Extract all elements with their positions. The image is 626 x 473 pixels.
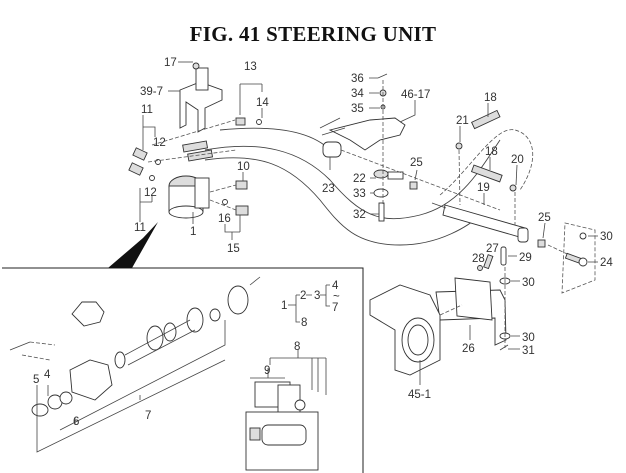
fitting-11a bbox=[132, 147, 148, 161]
figure-title: FIG. 41 STEERING UNIT bbox=[189, 22, 437, 46]
end-plate bbox=[186, 307, 204, 333]
bolt-27 bbox=[483, 254, 494, 270]
cylinder-bracket-assembly bbox=[369, 246, 520, 385]
hose-end-b bbox=[187, 149, 214, 162]
tree-node-8: 8 bbox=[301, 317, 307, 329]
callout-15: 15 bbox=[227, 243, 240, 255]
callout-25-upper: 25 bbox=[410, 157, 423, 169]
fitting-20 bbox=[509, 184, 517, 192]
callout-23: 23 bbox=[322, 183, 335, 195]
callout-5: 5 bbox=[33, 374, 39, 386]
callout-32: 32 bbox=[353, 209, 366, 221]
nut-25-upper bbox=[409, 181, 418, 190]
fitting-10 bbox=[235, 180, 248, 190]
callout-17: 17 bbox=[164, 57, 177, 69]
cylinder-eye bbox=[517, 227, 529, 243]
callout-29: 29 bbox=[519, 252, 532, 264]
callout-30-bottom: 30 bbox=[522, 332, 535, 344]
gerotor bbox=[146, 325, 164, 351]
pin-29 bbox=[500, 246, 507, 266]
seal-5 bbox=[31, 403, 49, 417]
tree-node-4: 4 bbox=[332, 280, 339, 292]
ball-joint-stem bbox=[387, 171, 404, 180]
callout-13: 13 bbox=[244, 61, 257, 73]
callout-22: 22 bbox=[353, 173, 366, 185]
callout-16: 16 bbox=[218, 213, 231, 225]
callout-10: 10 bbox=[237, 161, 250, 173]
callout-25-lower: 25 bbox=[538, 212, 551, 224]
callout-33: 33 bbox=[353, 188, 366, 200]
cylinder-19 bbox=[442, 204, 526, 239]
callout-45-1: 45-1 bbox=[408, 389, 431, 401]
tree-range-tilde: ~ bbox=[333, 291, 340, 303]
callout-21: 21 bbox=[456, 115, 469, 127]
tree-node-2: 2 bbox=[300, 290, 306, 302]
fitting-21 bbox=[455, 142, 463, 150]
tree-node-1: 1 bbox=[281, 300, 287, 312]
tree-node-3: 3 bbox=[314, 290, 320, 302]
callout-12-lower: 12 bbox=[144, 187, 157, 199]
callout-20: 20 bbox=[511, 154, 524, 166]
callout-12-upper: 12 bbox=[153, 137, 166, 149]
callout-26: 26 bbox=[462, 343, 475, 355]
callout-30-mid: 30 bbox=[522, 277, 535, 289]
callout-28: 28 bbox=[472, 253, 485, 265]
pin-32 bbox=[378, 202, 385, 222]
callout-35: 35 bbox=[351, 103, 364, 115]
callout-9: 9 bbox=[264, 365, 270, 377]
nut-25-lower bbox=[537, 239, 546, 248]
hose-18-upper bbox=[471, 109, 501, 130]
inset-pointer-arrow bbox=[108, 222, 158, 268]
knuckle-arm-46-17 bbox=[328, 117, 406, 151]
steering-unit-assembly bbox=[128, 61, 263, 240]
hose-end-a bbox=[182, 140, 209, 153]
callout-31: 31 bbox=[522, 345, 535, 357]
bolt-28 bbox=[477, 265, 483, 271]
callout-18-upper: 18 bbox=[484, 92, 497, 104]
valve-housing bbox=[69, 359, 113, 401]
callout-6: 6 bbox=[73, 416, 79, 428]
fitting-11b bbox=[128, 162, 144, 176]
callout-27: 27 bbox=[486, 243, 499, 255]
bolt-17 bbox=[192, 62, 200, 70]
tree-node-7: 7 bbox=[332, 302, 338, 314]
callout-7: 7 bbox=[145, 410, 151, 422]
ball-joint-22 bbox=[373, 169, 389, 179]
tie-rod-end-23 bbox=[322, 141, 342, 158]
steering-arm-assembly bbox=[319, 73, 501, 222]
port-cover bbox=[71, 301, 105, 327]
callout-46-17: 46-17 bbox=[401, 89, 430, 101]
callout-18-lower: 18 bbox=[485, 146, 498, 158]
hydraulic-hoses bbox=[204, 127, 534, 246]
orbitrol-exploded-parts bbox=[9, 276, 261, 417]
callout-36: 36 bbox=[351, 73, 364, 85]
callout-11-lower: 11 bbox=[134, 222, 146, 234]
callout-34: 34 bbox=[351, 88, 364, 100]
end-cap bbox=[227, 285, 249, 315]
hose-18-lower bbox=[470, 164, 503, 183]
callout-11-upper: 11 bbox=[141, 104, 153, 116]
inset-exploded-view: 5 4 6 7 1 2 3 4 ~ 7 8 8 9 bbox=[2, 222, 364, 473]
callout-24: 24 bbox=[600, 257, 613, 269]
power-cylinder-assembly bbox=[431, 103, 598, 294]
part-hierarchy-tree: 1 2 3 4 ~ 7 8 bbox=[281, 280, 340, 329]
steering-column bbox=[195, 67, 209, 91]
washer-33 bbox=[373, 188, 389, 198]
valve-block-detail: 8 9 bbox=[245, 341, 327, 471]
callout-19: 19 bbox=[477, 182, 490, 194]
callout-1: 1 bbox=[190, 226, 196, 238]
callout-30-top: 30 bbox=[600, 231, 613, 243]
washer-30-top bbox=[579, 232, 587, 240]
callout-8: 8 bbox=[294, 341, 300, 353]
orbitrol-port-block bbox=[194, 177, 210, 209]
callout-14: 14 bbox=[256, 97, 269, 109]
fitting-15 bbox=[235, 205, 249, 216]
callout-39-7: 39-7 bbox=[140, 86, 163, 98]
callout-4: 4 bbox=[44, 369, 51, 381]
fitting-13 bbox=[235, 117, 246, 126]
